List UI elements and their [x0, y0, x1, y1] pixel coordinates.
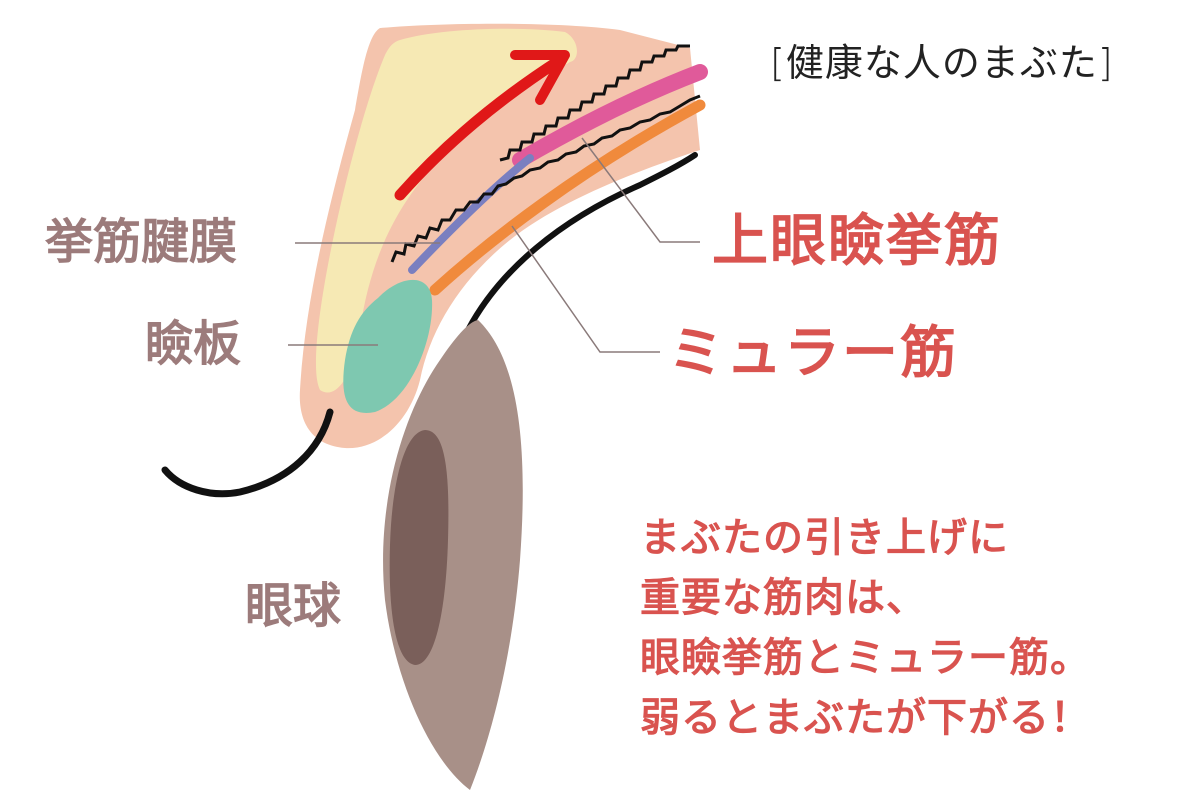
leader-line-muller [511, 225, 660, 353]
description-line: まぶたの引き上げに [640, 515, 1009, 561]
eyelash [161, 408, 334, 498]
muller-muscle [429, 99, 706, 296]
description-text: まぶたの引き上げに 重要な筋肉は、 眼瞼挙筋とミュラー筋。 弱るとまぶたが下がる… [640, 508, 1091, 748]
eyelid-crease-line [465, 152, 698, 333]
description-line: 眼瞼挙筋とミュラー筋。 [640, 635, 1091, 681]
lift-direction-arrow [394, 54, 566, 201]
pupil-iris [389, 430, 449, 665]
label-eyeball: 眼球 [245, 578, 342, 634]
arrow-head [510, 50, 570, 105]
description-line: 重要な筋肉は、 [640, 575, 927, 621]
label-muller-muscle: ミュラー筋 [668, 321, 958, 386]
zigzag-line-upper [499, 44, 690, 162]
leader-line-levator [581, 137, 700, 243]
label-aponeurosis: 挙筋腱膜 [45, 214, 238, 270]
aponeurosis [408, 154, 534, 274]
zigzag-line [390, 94, 701, 263]
description-line: 弱るとまぶたが下がる！ [640, 695, 1091, 741]
levator-muscle [512, 64, 708, 168]
diagram-title: [健康な人のまぶた] [770, 41, 1114, 85]
fat-pad [315, 28, 577, 393]
tarsus-plate [343, 279, 433, 413]
label-levator-muscle: 上眼瞼挙筋 [712, 209, 1002, 274]
label-tarsus: 瞼板 [145, 316, 242, 372]
